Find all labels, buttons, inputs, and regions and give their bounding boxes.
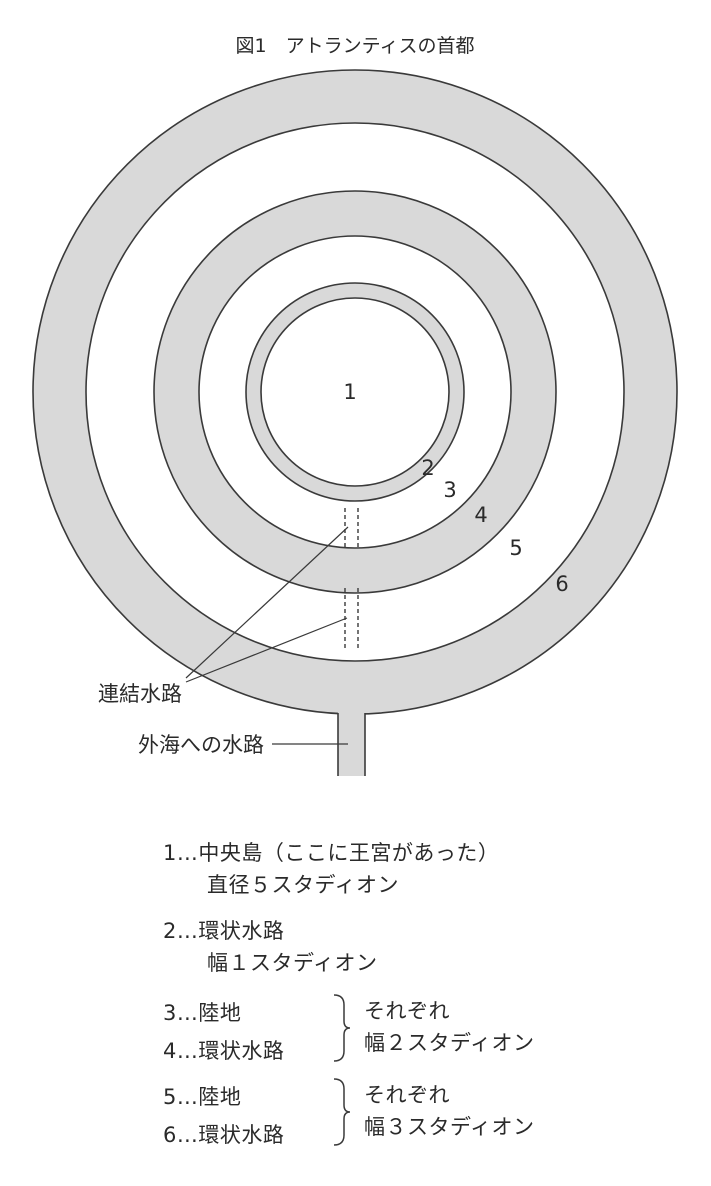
legend-item-1-detail: 直径５スタディオン (207, 873, 400, 897)
zone-label-4: 4 (474, 503, 487, 527)
outer-sea-canal (338, 680, 365, 776)
legend-item-5: 5…陸地 (163, 1085, 242, 1109)
zone-label-5: 5 (509, 536, 522, 560)
legend-item-2-detail: 幅１スタディオン (207, 951, 378, 975)
zone-label-6: 6 (555, 572, 568, 596)
legend-group-1-width: 幅２スタディオン (364, 1031, 535, 1055)
legend-item-1: 1…中央島（ここに王宮があった） (163, 841, 500, 865)
connecting-canal-leader-1 (185, 526, 349, 679)
connecting-canal-outer (344, 588, 359, 648)
zone-1-central-island (260, 297, 450, 487)
outer-canal-label: 外海への水路 (138, 733, 264, 757)
legend-item-4: 4…環状水路 (163, 1039, 285, 1063)
zone-label-2: 2 (421, 456, 434, 480)
connecting-canal-leader-2 (185, 617, 348, 683)
zone-label-1: 1 (343, 380, 356, 404)
legend-item-2: 2…環状水路 (163, 919, 285, 943)
connecting-canal-label: 連結水路 (98, 682, 182, 706)
legend-group-2-note: それぞれ (364, 1083, 450, 1107)
atlantis-diagram: 図1 アトランティスの首都 1 2 3 4 5 6 連結水路 外海への水路 (32, 35, 678, 776)
legend-group-2-width: 幅３スタディオン (364, 1115, 535, 1139)
legend-item-3: 3…陸地 (163, 1001, 242, 1025)
zone-label-3: 3 (443, 478, 456, 502)
legend-brace-1 (333, 994, 351, 1062)
legend-item-6: 6…環状水路 (163, 1123, 285, 1147)
legend-group-1-note: それぞれ (364, 999, 450, 1023)
legend-brace-2 (333, 1078, 351, 1146)
figure-title: 図1 アトランティスの首都 (236, 35, 475, 57)
